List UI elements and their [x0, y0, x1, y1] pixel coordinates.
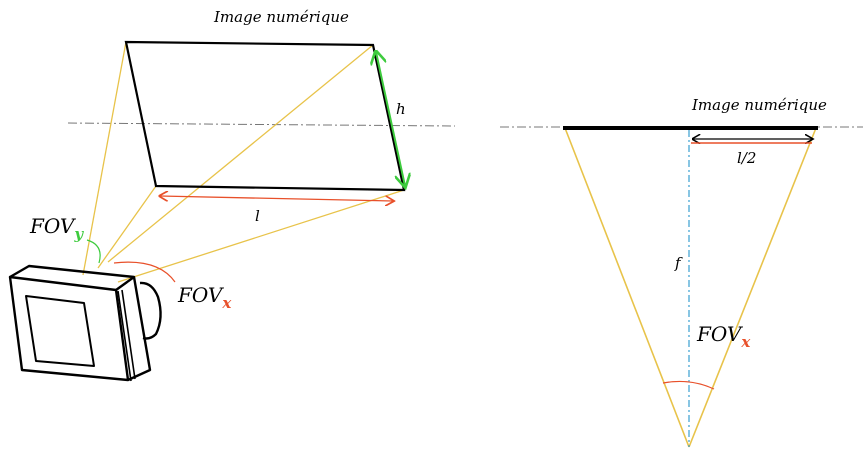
camera-icon [8, 264, 162, 382]
height-label: h [396, 100, 406, 118]
left-title: Image numérique [213, 8, 349, 26]
left-diagram: h l Image numérique FOVy FOVx [8, 8, 456, 382]
fov-y-base: FOV [29, 214, 77, 238]
focal-label: f [674, 254, 683, 272]
fov-x-base-right: FOV [696, 322, 744, 346]
fov-triangle-rays [564, 127, 817, 448]
fov-y-label: FOVy [29, 214, 84, 243]
width-arrow [160, 196, 393, 201]
fov-x-subscript: x [221, 294, 232, 312]
fov-y-subscript: y [73, 225, 84, 243]
half-width-label: l/2 [737, 149, 756, 167]
horizontal-axis-line [67, 122, 456, 127]
right-diagram: Image numérique l/2 f FOVx [500, 96, 863, 448]
right-title: Image numérique [691, 96, 827, 114]
fov-x-subscript-right: x [740, 333, 751, 351]
height-arrow [376, 52, 405, 186]
width-label: l [255, 207, 260, 225]
fov-x-label-right: FOVx [696, 322, 751, 351]
fov-x-base: FOV [177, 283, 225, 307]
fov-y-arc [86, 239, 101, 264]
image-plane [124, 40, 406, 192]
fov-x-label: FOVx [177, 283, 232, 312]
camera-rays [82, 41, 405, 283]
fov-x-arc-right [662, 380, 715, 390]
fov-x-arc [113, 261, 176, 283]
